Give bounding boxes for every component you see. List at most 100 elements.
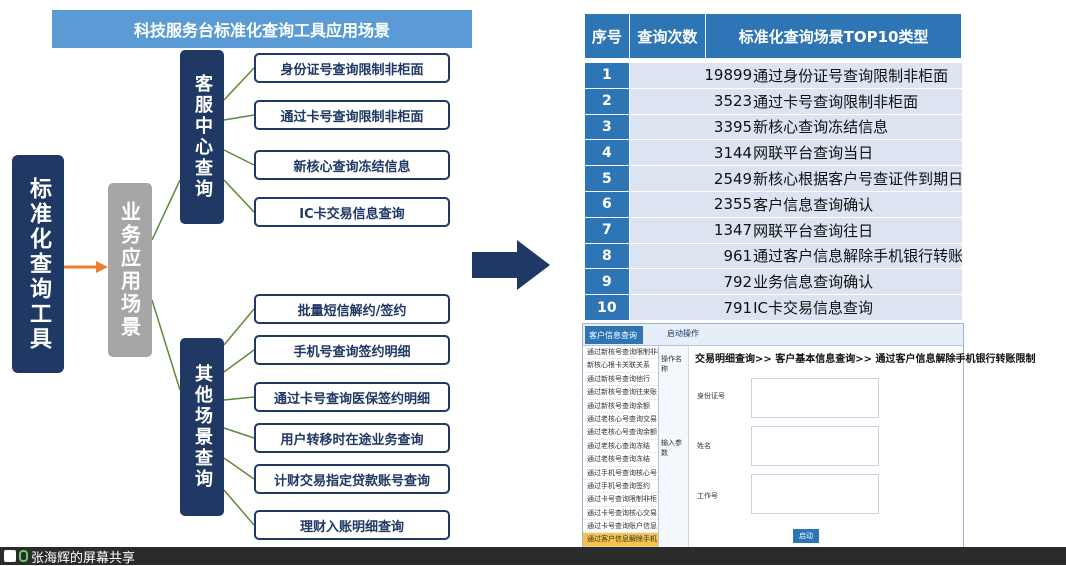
right-arrow-icon [472,240,550,290]
screenshot-label-column: 操作名称 输入参数 [659,346,689,547]
table-header: 序号 查询次数 标准化查询场景TOP10类型 [585,14,962,58]
work-number-field[interactable] [751,474,879,514]
other-item: 计财交易指定贷款账号查询 [254,464,450,494]
row-type: 业务信息查询确认 [753,269,962,295]
other-scene-query-box: 其他场景查询 [180,338,224,516]
table-row: 8961通过客户信息解除手机银行转账限制 [585,243,962,270]
row-type: 通过客户信息解除手机银行转账限制 [753,243,962,269]
row-no: 4 [585,140,630,166]
screen-share-label: 张海辉的屏幕共享 [31,550,136,566]
work-number-label: 工作号 [697,492,718,500]
row-count: 3395 [629,114,754,140]
header-no: 序号 [585,14,630,58]
row-count: 791 [629,295,754,320]
sidebar-item[interactable]: 通过卡号查询核心交易 [583,507,658,521]
screenshot-sidebar: 通过新核号查询限制非柜 新核心根卡关联关系 通过新核号查询他行 通过新核号查询往… [583,346,659,547]
row-type: 通过卡号查询限制非柜面 [753,88,962,114]
row-no: 9 [585,269,630,295]
sidebar-item[interactable]: 通过老核心号查询交易 [583,413,658,427]
sidebar-item[interactable]: 通过新核号查询限制非柜 [583,346,658,360]
start-button[interactable]: 启动 [793,529,819,543]
query-tool-screenshot: 客户信息查询 启动操作 通过新核号查询限制非柜 新核心根卡关联关系 通过新核号查… [582,323,1035,547]
other-item: 理财入账明细查询 [254,510,450,540]
sidebar-item[interactable]: 通过老核心号查询余额 [583,426,658,440]
row-count: 19899 [629,63,754,88]
orange-arrowhead [96,261,108,273]
cs-item: 通过卡号查询限制非柜面 [254,100,450,130]
row-type: IC卡交易信息查询 [753,295,962,320]
row-type: 网联平台查询当日 [753,140,962,166]
biz-to-cs-line [151,179,181,241]
row-no: 3 [585,114,630,140]
row-type: 新核心查询冻结信息 [753,114,962,140]
sidebar-item[interactable]: 通过老核心查询冻结 [583,440,658,454]
row-count: 2355 [629,191,754,217]
row-no: 8 [585,243,630,269]
screenshot-main-panel: 交易明细查询>> 客户基本信息查询>> 通过客户信息解除手机银行转账限制 身份证… [689,346,1035,547]
row-count: 2549 [629,166,754,191]
name-label: 姓名 [697,442,711,450]
sidebar-item[interactable]: 通过新核号查询他行 [583,373,658,387]
standard-query-tool-box: 标准化查询工具 [12,155,64,373]
business-scene-box: 业务应用场景 [108,183,152,357]
customer-info-query-tab[interactable]: 客户信息查询 [585,326,643,344]
row-count: 792 [629,269,754,295]
cs-item: IC卡交易信息查询 [254,197,450,227]
id-number-label: 身份证号 [697,392,725,400]
other-item: 通过卡号查询医保签约明细 [254,382,450,412]
header-count: 查询次数 [629,14,707,58]
sidebar-item[interactable]: 通过手机号查询核心号 [583,467,658,480]
input-params-label: 输入参数 [661,439,682,457]
row-no: 10 [585,295,630,320]
sidebar-item-selected[interactable]: 通过客户信息解除手机 [583,533,658,547]
microphone-icon[interactable] [19,550,28,562]
sidebar-item[interactable]: 通过新核号查询余额 [583,400,658,413]
other-item: 用户转移时在途业务查询 [254,423,450,453]
id-number-field[interactable] [751,378,879,418]
row-count: 3144 [629,140,754,166]
row-type: 网联平台查询往日 [753,217,962,243]
screen-share-status-bar: 张海辉的屏幕共享 [0,547,1066,566]
sidebar-item[interactable]: 通过卡号查询账户信息 [583,520,658,534]
sidebar-item[interactable]: 通过老核号查询冻结 [583,453,658,467]
sidebar-item[interactable]: 通过卡号查询限制非柜 [583,493,658,507]
breadcrumb: 交易明细查询>> 客户基本信息查询>> 通过客户信息解除手机银行转账限制 [695,354,1036,365]
row-no: 5 [585,166,630,191]
operation-name-label: 操作名称 [661,355,682,373]
row-no: 2 [585,88,630,114]
row-type: 新核心根据客户号查证件到期日 [753,166,962,191]
row-count: 3523 [629,88,754,114]
row-no: 7 [585,217,630,243]
start-operation-label[interactable]: 启动操作 [667,329,699,338]
biz-to-other-line [151,299,181,391]
diagram-title: 科技服务台标准化查询工具应用场景 [52,10,472,48]
screen-share-icon [4,550,16,562]
header-type: 标准化查询场景TOP10类型 [706,14,962,58]
sidebar-item[interactable]: 通过新核号查询往来账 [583,386,658,400]
row-count: 961 [629,243,754,269]
row-type: 客户信息查询确认 [753,191,962,217]
row-no: 1 [585,63,630,88]
name-field[interactable] [751,426,879,466]
cs-item: 身份证号查询限制非柜面 [254,53,450,83]
sidebar-item[interactable]: 通过手机号查询签约 [583,480,658,494]
cs-item: 新核心查询冻结信息 [254,150,450,180]
other-item: 手机号查询签约明细 [254,335,450,365]
row-no: 6 [585,191,630,217]
row-count: 1347 [629,217,754,243]
sidebar-item[interactable]: 新核心根卡关联关系 [583,359,658,373]
row-type: 通过身份证号查询限制非柜面 [753,63,962,88]
other-item: 批量短信解约/签约 [254,294,450,324]
screenshot-toolbar: 客户信息查询 启动操作 [583,324,963,346]
customer-service-query-box: 客服中心查询 [180,50,224,224]
